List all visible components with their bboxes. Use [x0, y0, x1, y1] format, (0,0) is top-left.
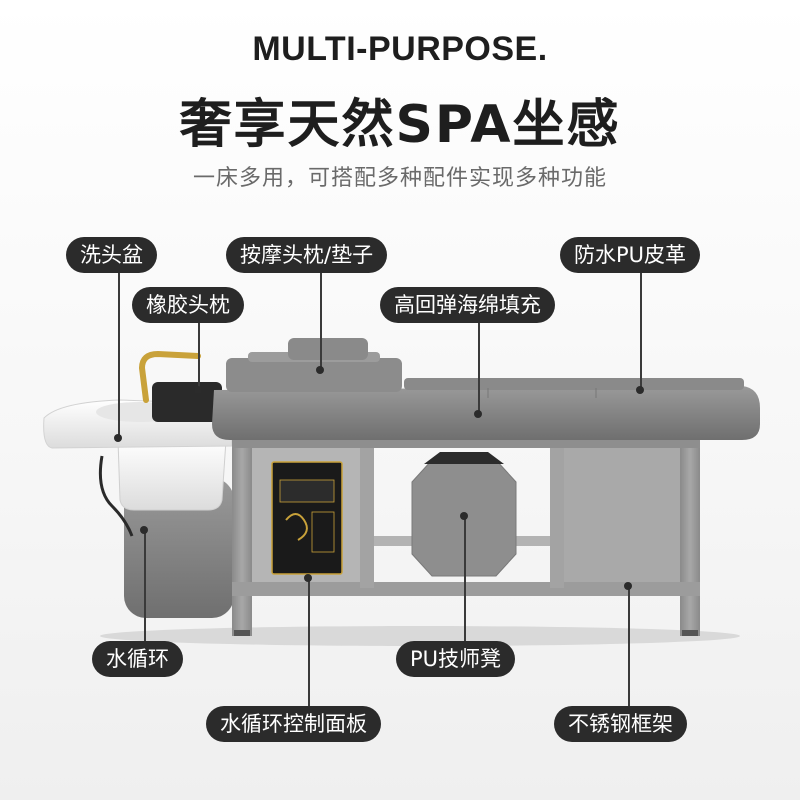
leader-rubber-pillow	[198, 322, 200, 390]
callout-sponge: 高回弹海绵填充	[380, 287, 555, 323]
leader-sponge	[478, 322, 480, 414]
dot-pu-leather	[636, 386, 644, 394]
callout-pu-leather: 防水PU皮革	[560, 237, 701, 273]
subheading: 一床多用，可搭配多种配件实现多种功能	[192, 166, 607, 191]
heading-en: MULTI-PURPOSE.	[252, 30, 548, 68]
floor-shadow	[100, 626, 740, 646]
dot-water-circulation	[140, 526, 148, 534]
leader-frame	[628, 586, 630, 706]
callout-frame: 不锈钢框架	[554, 706, 687, 742]
heading-zh: 奢享天然SPA坐感	[179, 95, 621, 155]
dot-massage-pillow	[316, 366, 324, 374]
right-cabinet	[564, 448, 680, 582]
rubber-pillow	[152, 382, 222, 422]
leader-massage-pillow	[320, 272, 322, 370]
massage-pillow	[226, 338, 402, 392]
mattress	[212, 378, 760, 440]
dot-rubber-pillow	[194, 386, 202, 394]
gold-handle	[139, 350, 201, 371]
dot-control-panel	[304, 574, 312, 582]
dot-stool	[460, 512, 468, 520]
dot-frame	[624, 582, 632, 590]
leader-control-panel	[308, 578, 310, 706]
leader-pu-leather	[640, 272, 642, 390]
callout-massage-pillow: 按摩头枕/垫子	[226, 237, 388, 273]
control-panel	[271, 461, 343, 575]
leader-water-circulation	[144, 530, 146, 642]
basin-cabinet	[117, 439, 234, 618]
callout-basin: 洗头盆	[66, 237, 157, 273]
callout-water-circulation: 水循环	[92, 641, 183, 677]
leader-basin	[118, 272, 120, 438]
hose	[98, 455, 134, 537]
callout-control-panel: 水循环控制面板	[206, 706, 381, 742]
dot-basin	[114, 434, 122, 442]
callout-rubber-pillow: 橡胶头枕	[132, 287, 244, 323]
leader-stool	[464, 516, 466, 642]
dot-sponge	[474, 410, 482, 418]
callout-stool: PU技师凳	[396, 641, 516, 677]
